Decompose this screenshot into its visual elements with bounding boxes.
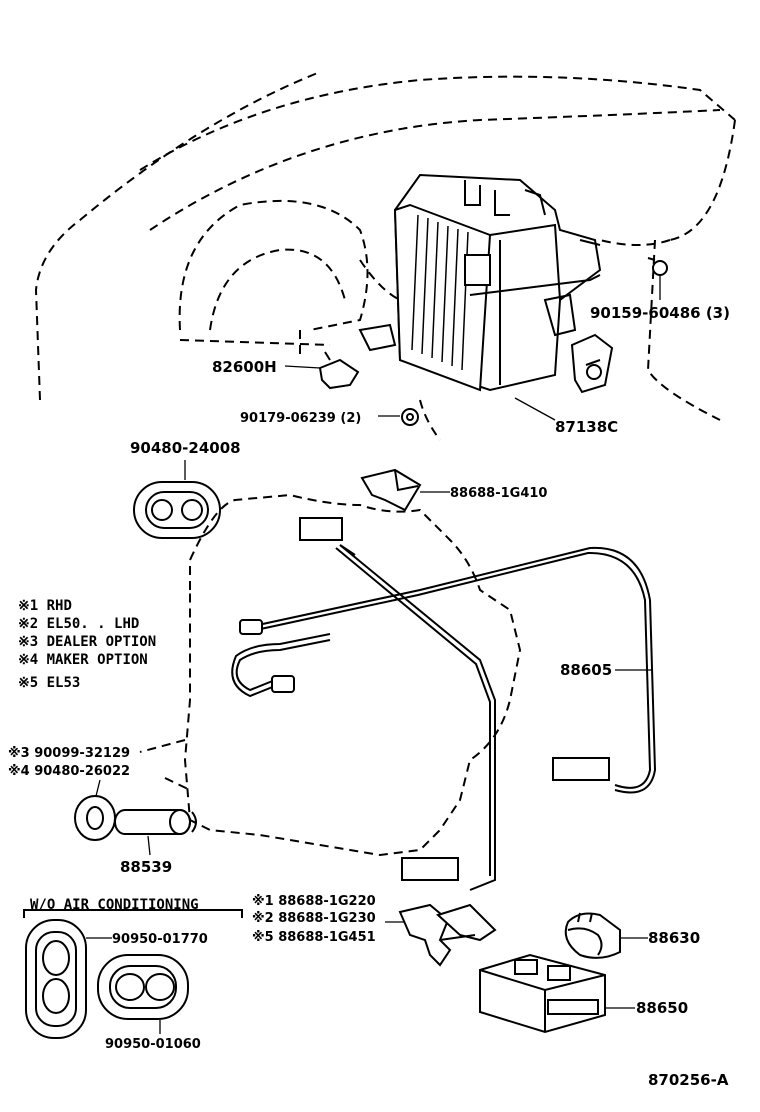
legend-item-2: ※2 EL50. . LHD [18, 616, 139, 632]
legend: ※1 RHD ※2 EL50. . LHD ※3 DEALER OPTION ※… [18, 598, 156, 691]
round-grommet-icon [74, 795, 116, 841]
label-grommet-90480-24008: 90480-24008 [130, 439, 241, 457]
label-pipe-88539: 88539 [120, 858, 172, 876]
label-grommet-90480-26022: ※4 90480-26022 [8, 764, 130, 779]
label-amplifier-88650: 88650 [636, 999, 688, 1017]
label-grommet-01770: 90950-01770 [112, 932, 208, 947]
grommet-oval-icon [133, 481, 221, 539]
label-bracket-1g230: ※2 88688-1G230 [252, 911, 376, 926]
clip-icon [401, 408, 419, 426]
legend-item-1: ※1 RHD [18, 598, 72, 614]
grommet-01770-icon [25, 919, 87, 1039]
pipe-icon [114, 809, 197, 835]
blower-switch-icon [570, 333, 614, 394]
label-grommet-01060: 90950-01060 [105, 1037, 201, 1052]
bolt-icon [647, 257, 668, 276]
label-bolt-90159: 90159-60486 (3) [590, 304, 730, 322]
label-bracket-1g410: 88688-1G410 [450, 486, 547, 501]
label-harness-88605: 88605 [560, 661, 612, 679]
wire-harness [231, 517, 657, 891]
bracket-1g410-icon [360, 468, 422, 512]
resistor-icon [318, 351, 360, 390]
legend-item-5: ※5 EL53 [18, 675, 80, 691]
diagram-id: 870256-A [648, 1071, 729, 1089]
legend-item-4: ※4 MAKER OPTION [18, 652, 148, 668]
label-bracket-1g220: ※1 88688-1G220 [252, 894, 376, 909]
label-resistor-82600h: 82600H [212, 358, 277, 376]
bracket-1g220-icon [398, 903, 497, 967]
relay-icon [564, 912, 621, 959]
label-bracket-1g451: ※5 88688-1G451 [252, 930, 376, 945]
label-plug-90099: ※3 90099-32129 [8, 746, 130, 761]
legend-item-3: ※3 DEALER OPTION [18, 634, 156, 650]
heater-unit [358, 173, 602, 392]
amplifier-module-icon [479, 953, 606, 1034]
grommet-01060-icon [97, 954, 189, 1020]
label-relay-88630: 88630 [648, 929, 700, 947]
section-bracket [23, 909, 243, 918]
label-switch-87138c: 87138C [555, 418, 618, 436]
dashboard-outline [34, 71, 736, 441]
label-clip-90179: 90179-06239 (2) [240, 411, 361, 426]
firewall-outline [183, 493, 522, 857]
